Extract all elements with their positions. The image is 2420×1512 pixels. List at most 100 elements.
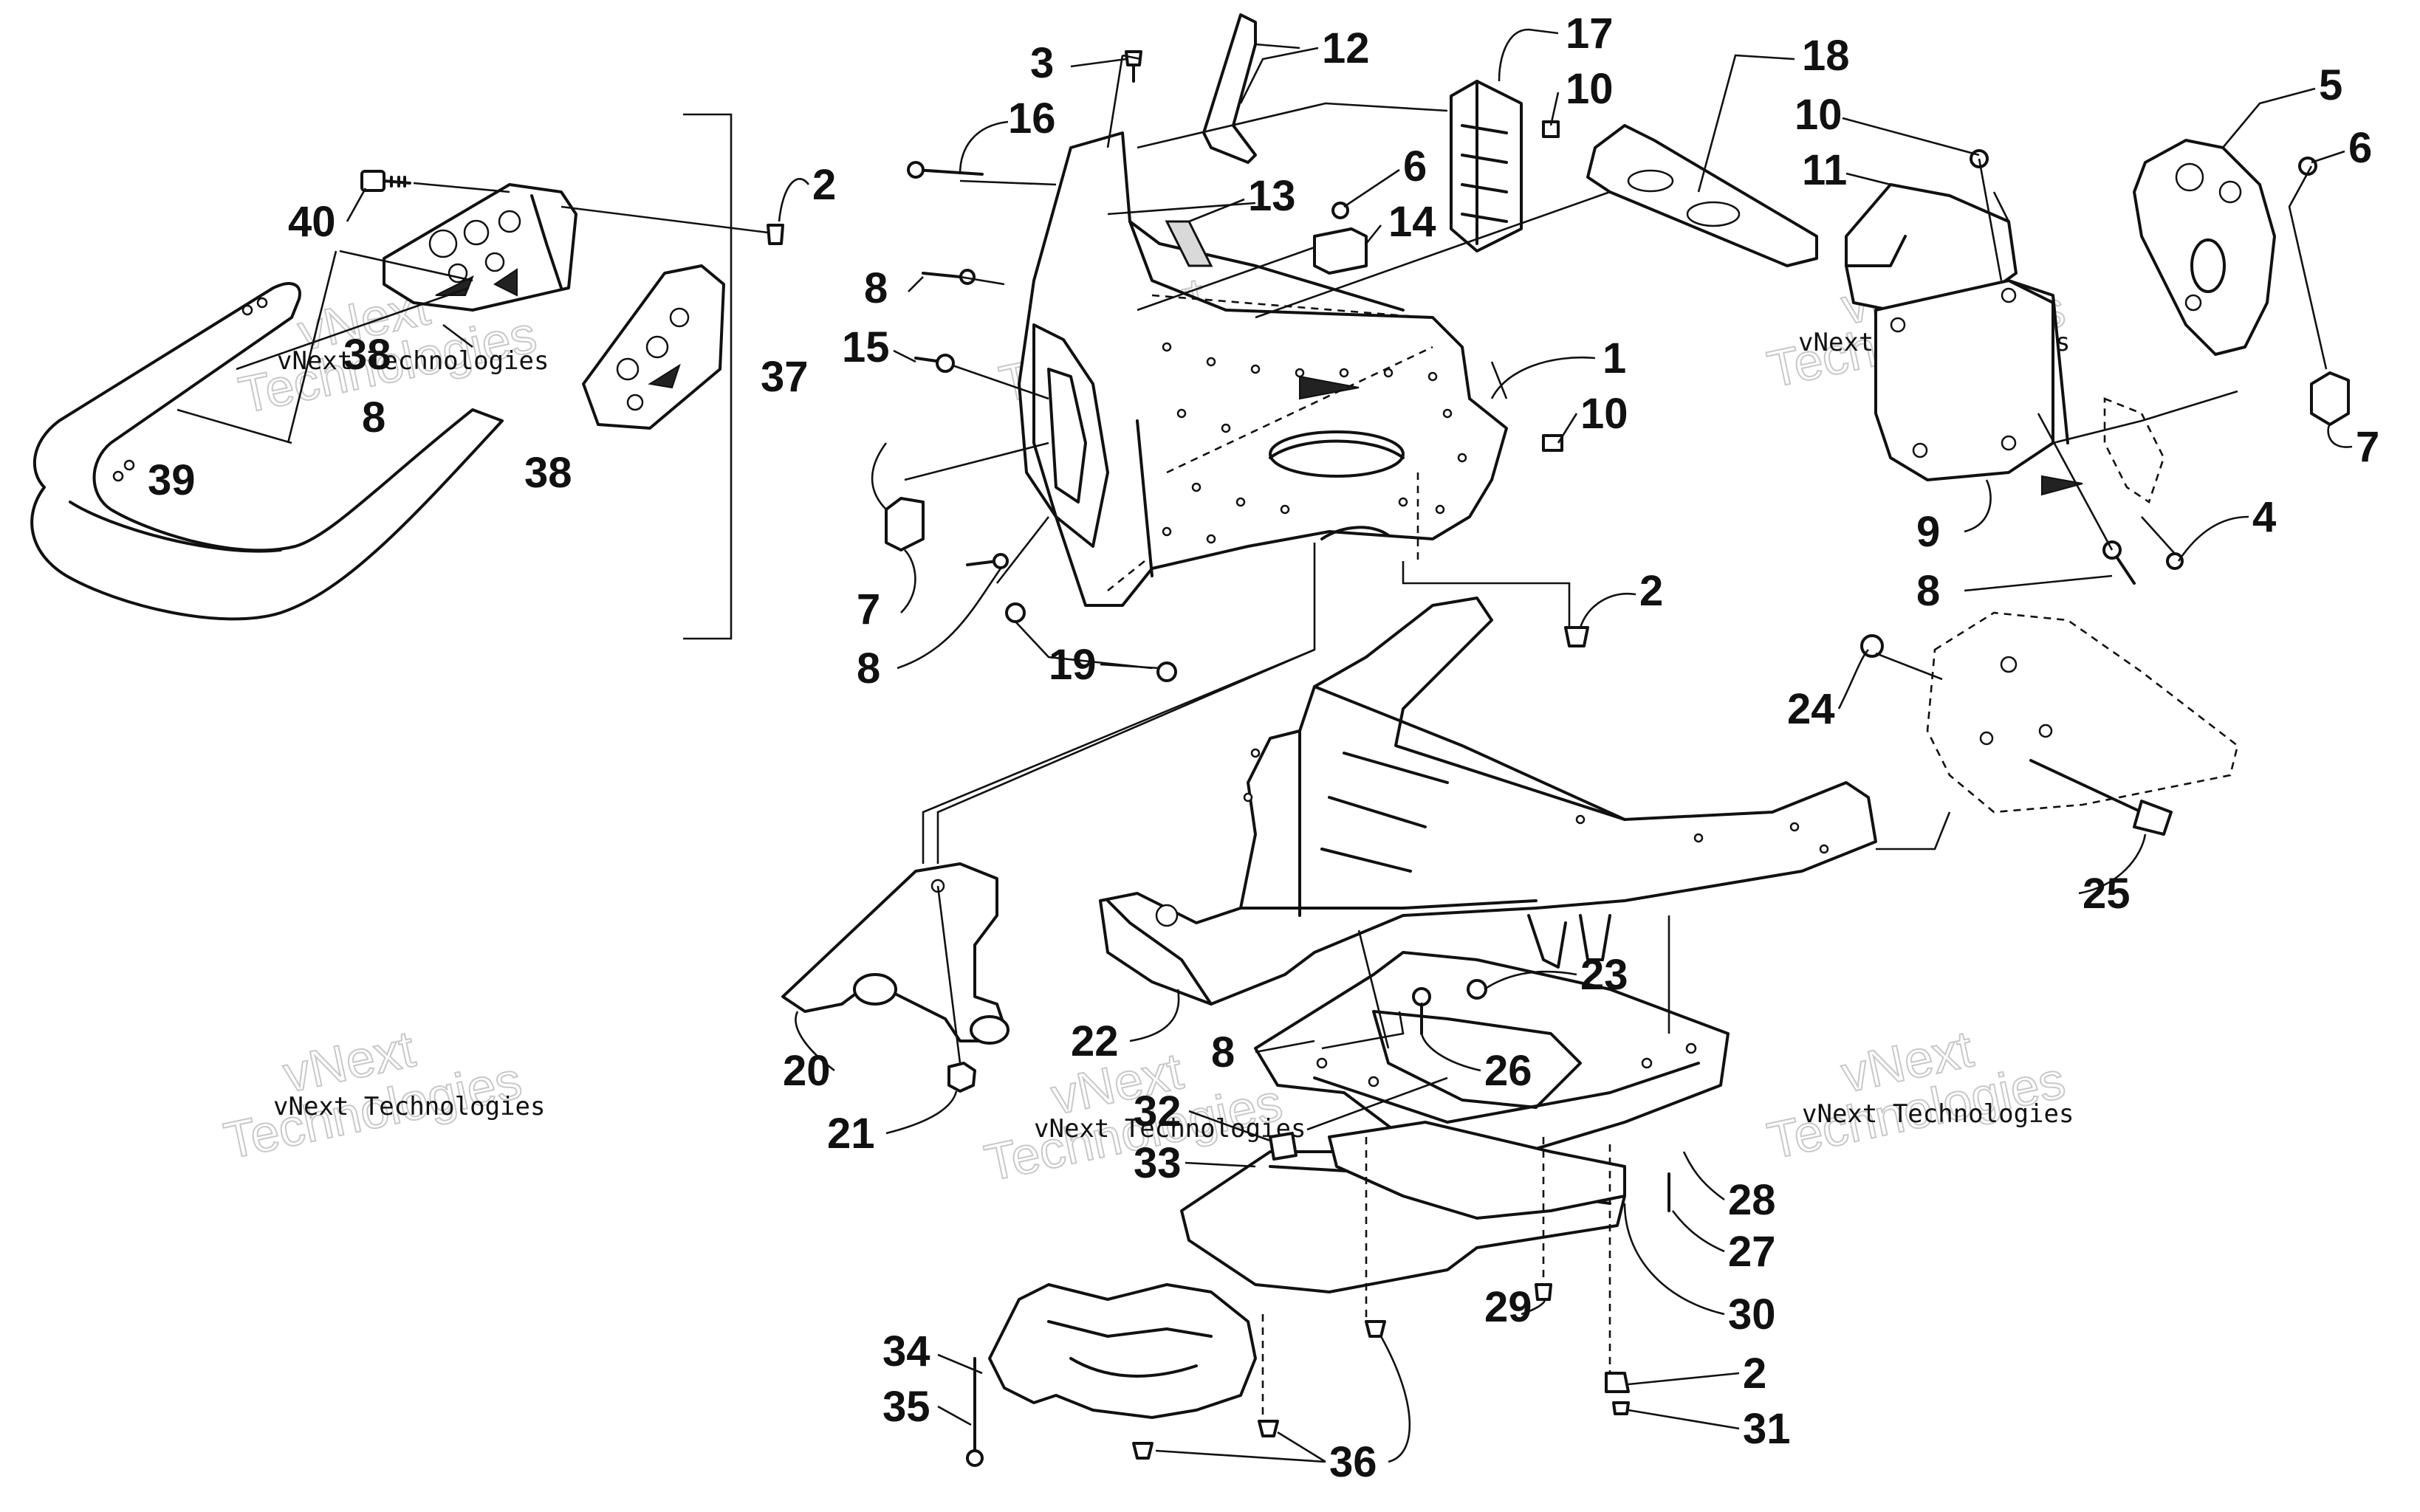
callout-2: 2	[1639, 567, 1663, 615]
rivet-8	[966, 560, 998, 566]
callout-7: 7	[857, 585, 880, 633]
skid-plate-30	[1328, 1121, 1626, 1220]
callout-14: 14	[1388, 198, 1436, 246]
callout-34: 34	[882, 1327, 930, 1375]
bulkhead-assembly	[885, 13, 1818, 864]
callout-12: 12	[1322, 24, 1370, 72]
direction-arrow	[1299, 375, 1360, 400]
rubber-block-7	[885, 497, 925, 551]
callout-13: 13	[1248, 172, 1296, 220]
callout-33: 33	[1134, 1139, 1182, 1187]
callout-25: 25	[2083, 870, 2131, 918]
callout-24: 24	[1787, 685, 1835, 733]
callout-8: 8	[362, 394, 385, 441]
callout-40: 40	[288, 198, 336, 246]
callout-32: 32	[1134, 1087, 1182, 1135]
spindle-20	[781, 862, 1006, 1042]
screw-36	[1132, 1442, 1154, 1460]
clip-14	[1313, 227, 1368, 275]
clip-2	[767, 224, 784, 245]
callout-8: 8	[1916, 567, 1940, 615]
callout-7: 7	[2356, 423, 2379, 471]
front-frame-22	[1099, 597, 1877, 1006]
callout-8: 8	[857, 645, 880, 693]
callout-35: 35	[882, 1383, 930, 1431]
oval-access-hole	[1269, 430, 1405, 478]
callout-9: 9	[1916, 508, 1940, 556]
nut-10	[1542, 120, 1560, 138]
clip-2	[1605, 1372, 1630, 1393]
rivet-8	[922, 272, 962, 278]
callout-11: 11	[1802, 146, 1847, 194]
callout-37: 37	[761, 353, 809, 401]
skid-plate-assembly	[966, 915, 1730, 1467]
callout-labels: 40 2 38 8 39 38 37 3 12 1 7 10 16 13 6 14…	[148, 10, 2379, 1486]
callout-28: 28	[1728, 1176, 1776, 1224]
clip-32	[1269, 1132, 1298, 1161]
callout-3: 3	[1030, 39, 1054, 87]
bumper-edge	[69, 501, 282, 553]
callout-10: 10	[1795, 91, 1843, 139]
callout-15: 15	[842, 323, 890, 371]
callout-39: 39	[148, 456, 196, 504]
callout-23: 23	[1580, 951, 1628, 999]
headlight-opening	[1032, 323, 1109, 548]
callout-10: 10	[1580, 390, 1628, 438]
callout-5: 5	[2319, 61, 2342, 109]
screw-19	[1156, 662, 1177, 682]
callout-2: 2	[1743, 1350, 1766, 1398]
callout-31: 31	[1743, 1405, 1791, 1453]
bolt-40	[360, 170, 411, 192]
callout-20: 20	[783, 1047, 831, 1095]
steering-bracket-5	[2133, 139, 2276, 356]
callout-8: 8	[1211, 1028, 1235, 1076]
bolt-16	[914, 168, 984, 176]
skid-plate-28	[1254, 951, 1730, 1168]
callout-22: 22	[1071, 1017, 1119, 1065]
screw-36	[1365, 1320, 1386, 1338]
watermark-line: vNext Technologies	[1802, 1099, 2074, 1129]
watermark-line: vNext Technologies	[1034, 1114, 1306, 1144]
callout-8: 8	[864, 264, 888, 312]
group-bracket-37	[683, 113, 733, 640]
nut-21	[947, 1062, 976, 1093]
nut-10	[1542, 434, 1563, 452]
callout-29: 29	[1484, 1283, 1532, 1331]
clip-2	[1564, 626, 1589, 647]
callout-16: 16	[1008, 94, 1056, 142]
callout-6: 6	[2348, 124, 2372, 172]
callout-27: 27	[1728, 1228, 1776, 1276]
callout-38: 38	[343, 331, 391, 379]
callout-38: 38	[524, 449, 572, 497]
callout-36: 36	[1329, 1438, 1377, 1486]
skid-opening	[1372, 1010, 1582, 1109]
bolt-25	[2029, 759, 2173, 836]
watermark-line: vNext Technologies	[273, 1092, 545, 1121]
callout-10: 10	[1566, 65, 1614, 113]
callout-6: 6	[1403, 142, 1427, 190]
screw-36	[1258, 1420, 1279, 1437]
callout-26: 26	[1484, 1047, 1532, 1095]
rubber-block-7	[2310, 371, 2350, 426]
callout-18: 18	[1802, 32, 1850, 80]
callout-2: 2	[812, 161, 836, 209]
screw-31	[1612, 1401, 1630, 1415]
chassis-assembly	[781, 597, 2239, 1093]
bolt-26	[1412, 987, 1431, 1006]
bumper-bracket-left	[383, 183, 577, 312]
callout-19: 19	[1049, 641, 1097, 689]
headlamp-17	[1450, 80, 1523, 252]
direction-arrow	[2041, 475, 2083, 496]
screw-29	[1535, 1283, 1552, 1301]
front-bulkhead	[1018, 131, 1508, 607]
right-upper-assembly	[1845, 139, 2350, 585]
plate-9	[1874, 279, 2054, 481]
guard-34	[988, 1283, 1257, 1419]
callout-21: 21	[827, 1110, 875, 1158]
callout-1: 1	[1603, 334, 1626, 382]
panel-18	[1586, 124, 1818, 267]
callout-30: 30	[1728, 1291, 1776, 1339]
callout-leaders	[346, 28, 2353, 1463]
screw-19	[1005, 602, 1026, 623]
